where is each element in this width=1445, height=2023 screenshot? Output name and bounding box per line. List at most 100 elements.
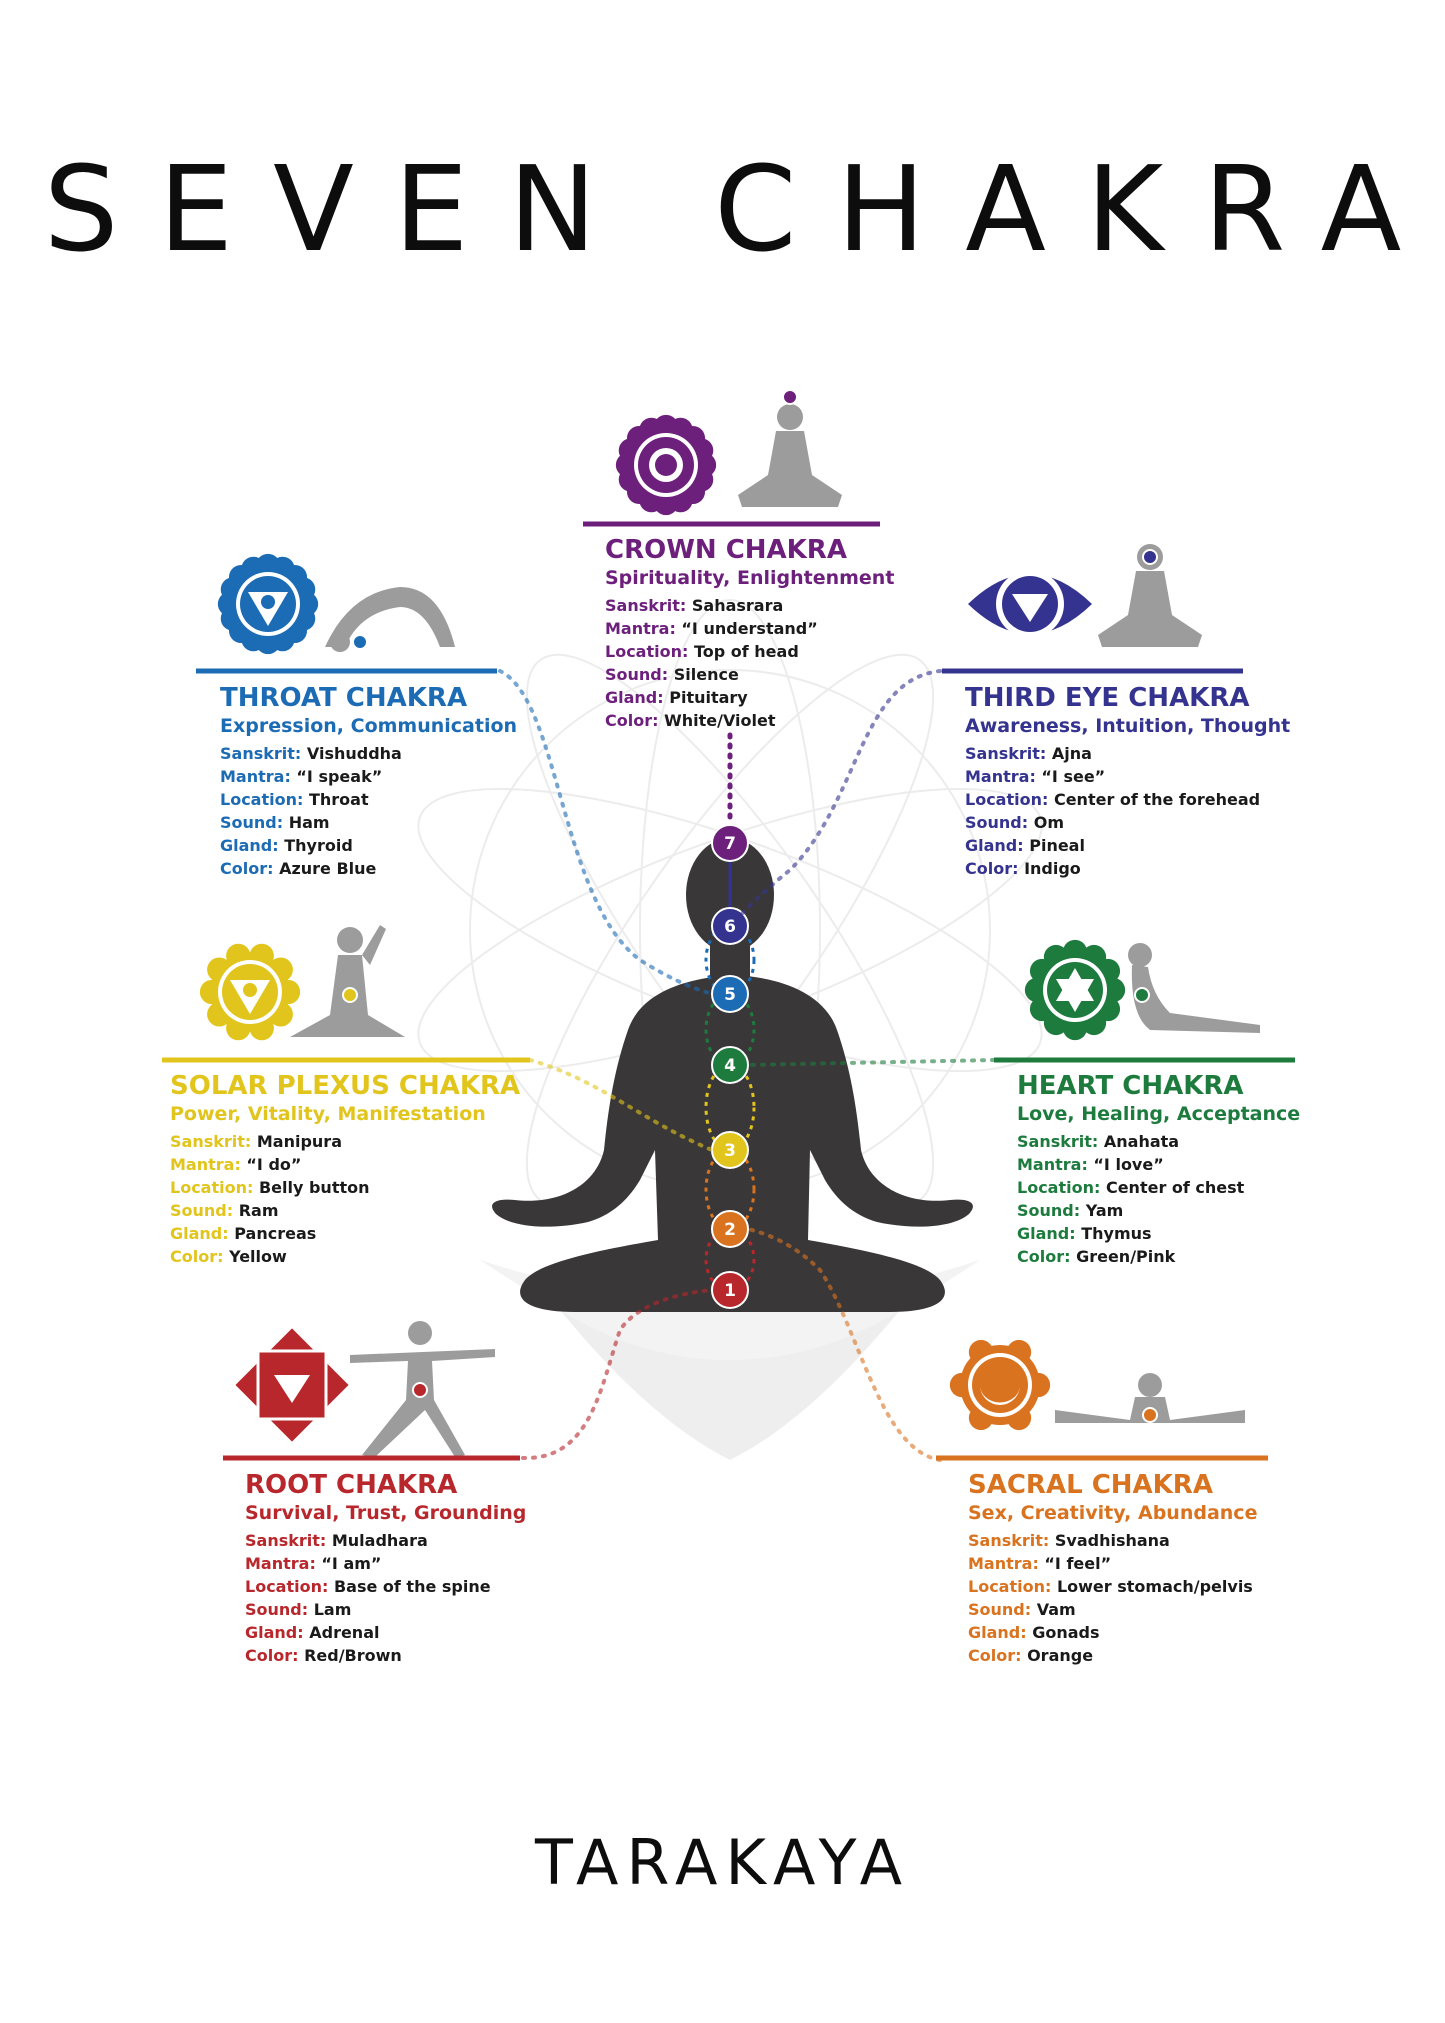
chakra-number: 6 [724,917,736,937]
chakra-attribute-row: Location: Top of head [605,640,935,663]
attribute-label: Sound: [220,813,284,832]
chakra-subtitle: Power, Vitality, Manifestation [170,1103,486,1125]
chakra-subtitle: Sex, Creativity, Abundance [968,1502,1258,1524]
chakra-attribute-row: Location: Throat [220,788,550,811]
chakra-dot [711,824,749,862]
attribute-label: Location: [1017,1178,1101,1197]
attribute-value: Adrenal [303,1623,380,1642]
chakra-attribute-row: Gland: Pineal [965,834,1295,857]
attribute-value: Silence [668,665,739,684]
chakra-attribute-row: Sanskrit: Svadhishana [968,1529,1298,1552]
attribute-value: Svadhishana [1049,1531,1170,1550]
attribute-value: Lower stomach/pelvis [1051,1577,1253,1596]
chakra-attribute-row: Sound: Silence [605,663,935,686]
chakra-name: CROWN CHAKRA [605,535,847,565]
chakra-attribute-row: Mantra: “I feel” [968,1552,1298,1575]
wide-leg-forward-fold-pose-icon [1055,1373,1245,1423]
chakra-attribute-row: Gland: Pancreas [170,1222,500,1245]
chakra-attribute-row: Location: Belly button [170,1176,500,1199]
chakra-attribute-row: Sound: Ram [170,1199,500,1222]
root-square-icon [235,1328,349,1442]
attribute-label: Sanskrit: [965,744,1047,763]
chakra-attribute-row: Sanskrit: Manipura [170,1130,500,1153]
seated-meditation-pose-icon [738,389,842,507]
chakra-attribute-row: Sanskrit: Anahata [1017,1130,1347,1153]
chakra-attribute-row: Gland: Adrenal [245,1621,575,1644]
attribute-label: Mantra: [220,767,291,786]
chakra-subtitle: Survival, Trust, Grounding [245,1502,527,1524]
chakra-attribute-row: Location: Center of chest [1017,1176,1347,1199]
attribute-value: Thymus [1075,1224,1152,1243]
chakra-attribute-row: Color: Yellow [170,1245,500,1268]
attribute-label: Sound: [965,813,1029,832]
attribute-value: Pancreas [228,1224,317,1243]
attribute-label: Location: [220,790,304,809]
chakra-name: THIRD EYE CHAKRA [965,683,1250,713]
attribute-label: Sanskrit: [1017,1132,1099,1151]
attribute-label: Gland: [605,688,664,707]
chakra-attribute-row: Color: White/Violet [605,709,935,732]
attribute-value: Throat [303,790,369,809]
attribute-label: Mantra: [965,767,1036,786]
chakra-attribute-row: Location: Center of the forehead [965,788,1295,811]
pose-chakra-marker [1142,549,1158,565]
attribute-value: “I understand” [675,619,818,638]
attribute-label: Sound: [605,665,669,684]
pose-chakra-marker [1134,987,1150,1003]
crown-lotus-icon [615,414,717,516]
spine-ring [704,1063,756,1152]
chakra-number: 3 [724,1141,736,1161]
chakra-dot [711,907,749,945]
attribute-value: Gonads [1026,1623,1100,1642]
bridge-pose-icon [325,587,455,652]
attribute-label: Sound: [245,1600,309,1619]
chakra-attribute-row: Sound: Om [965,811,1295,834]
attribute-label: Location: [245,1577,329,1596]
seated-twist-pose-icon [290,925,405,1037]
attribute-label: Mantra: [1017,1155,1088,1174]
chakra-attribute-row: Location: Lower stomach/pelvis [968,1575,1298,1598]
attribute-value: Yam [1080,1201,1124,1220]
attribute-value: Green/Pink [1070,1247,1176,1266]
chakra-subtitle: Spirituality, Enlightenment [605,567,895,589]
attribute-label: Location: [965,790,1049,809]
attribute-value: Top of head [688,642,799,661]
attribute-label: Gland: [1017,1224,1076,1243]
attribute-value: Om [1028,813,1064,832]
connector-4 [746,1058,996,1067]
attribute-label: Mantra: [245,1554,316,1573]
attribute-value: “I see” [1035,767,1106,786]
attribute-value: Center of the forehead [1048,790,1261,809]
attribute-value: “I feel” [1038,1554,1112,1573]
chakra-number: 7 [724,834,736,854]
connector-1 [521,1288,714,1461]
attribute-label: Location: [968,1577,1052,1596]
attribute-value: Anahata [1098,1132,1180,1151]
chakra-number: 2 [724,1220,736,1240]
chakra-name: THROAT CHAKRA [220,683,468,713]
chakra-name: SOLAR PLEXUS CHAKRA [170,1071,521,1101]
chakra-attribute-row: Color: Red/Brown [245,1644,575,1667]
attribute-value: Pituitary [663,688,748,707]
chakra-subtitle: Expression, Communication [220,715,518,737]
chakra-attribute-row: Sanskrit: Muladhara [245,1529,575,1552]
throat-lotus-icon [217,553,319,655]
attribute-value: Ham [283,813,330,832]
chakra-point-5: 5 [711,975,749,1013]
attribute-value: Ram [233,1201,279,1220]
chakra-attribute-row: Gland: Gonads [968,1621,1298,1644]
chakra-subtitle: Love, Healing, Acceptance [1017,1103,1301,1125]
third-eye-icon [968,570,1092,638]
attribute-value: “I speak” [290,767,383,786]
attribute-label: Sanskrit: [968,1531,1050,1550]
attribute-value: Base of the spine [328,1577,491,1596]
attribute-value: Center of chest [1100,1178,1245,1197]
chakra-attribute-row: Color: Azure Blue [220,857,550,880]
connector-5 [498,669,714,996]
pose-chakra-marker [1142,1407,1158,1423]
